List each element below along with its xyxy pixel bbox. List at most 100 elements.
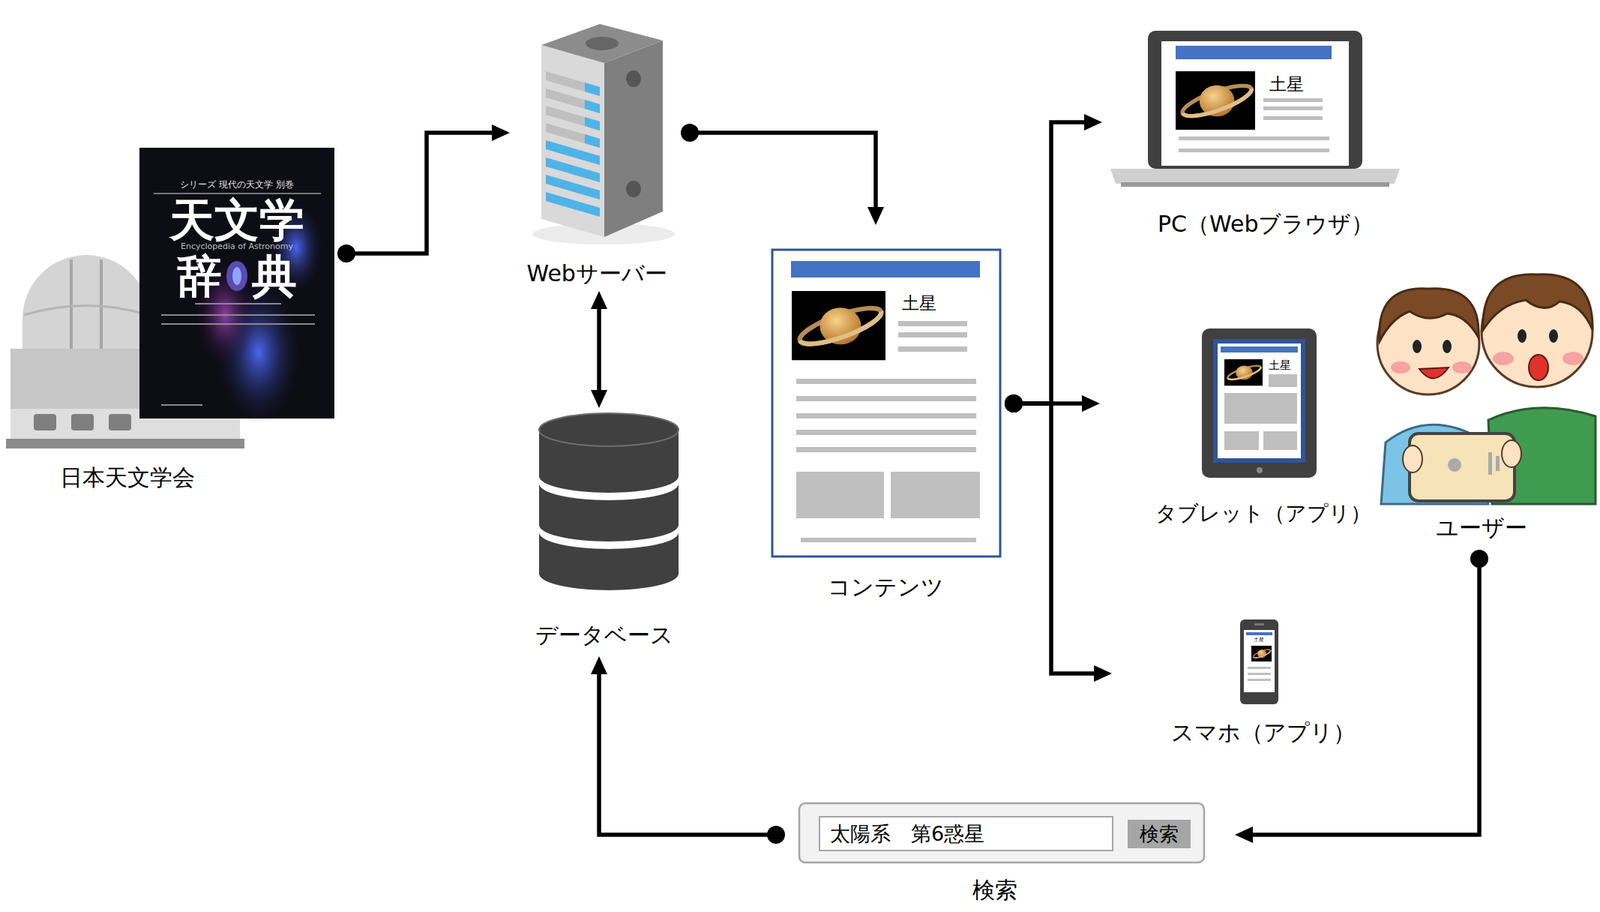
observatory-icon (33, 413, 57, 431)
book-cover (194, 302, 282, 305)
text-label: シリーズ 現代の天文学 別巻 (179, 179, 294, 190)
user-illustration (1402, 445, 1423, 473)
text-label: 土星 (1253, 636, 1265, 643)
user-illustration (1442, 339, 1452, 354)
phone-icon (1247, 672, 1271, 675)
arrow-head (590, 290, 608, 309)
server-icon (584, 134, 600, 148)
database-icon (539, 413, 679, 591)
search-bar (1127, 819, 1191, 848)
book-cover (161, 314, 315, 316)
start-dot (767, 825, 786, 844)
text-label: 土星 (1269, 74, 1304, 96)
server-icon (626, 70, 642, 87)
start-dot (1004, 394, 1023, 413)
connector (1004, 113, 1103, 413)
connector (590, 290, 608, 408)
phone-icon (1240, 619, 1279, 705)
laptop-icon (1263, 116, 1323, 120)
document-icon (898, 346, 968, 352)
user-illustration (1377, 274, 1596, 504)
diagram-node: Webサーバー (509, 8, 690, 291)
user-illustration (1528, 354, 1549, 381)
user-illustration (1501, 440, 1522, 468)
tablet-icon (1217, 343, 1301, 459)
user-illustration (1492, 351, 1514, 366)
laptop-icon (1178, 148, 1330, 153)
book-cover (161, 323, 315, 325)
arrow-head (1093, 665, 1112, 682)
document-icon (796, 395, 977, 402)
document-icon (890, 471, 980, 519)
phone-icon (1251, 645, 1272, 662)
observatory-icon (23, 305, 149, 316)
tablet-icon (1224, 431, 1259, 450)
user-illustration (1549, 329, 1559, 343)
text-label: 土星 (1268, 358, 1292, 372)
arrow-head (491, 124, 510, 141)
diagram-node: コンテンツ (768, 224, 1014, 609)
document-icon (791, 260, 980, 278)
database-icon (539, 483, 679, 542)
server-icon (584, 116, 600, 131)
connector-line (599, 672, 777, 835)
text-label: 天文学 (169, 192, 305, 247)
user-illustration (1483, 274, 1593, 330)
laptop-icon (1263, 106, 1323, 111)
node-label: PC（Webブラウザ） (1157, 210, 1374, 238)
server-icon (532, 23, 675, 245)
phone-icon (1240, 619, 1279, 705)
connector-line (1013, 403, 1096, 674)
diagram-node: PC（Webブラウザ） (1102, 22, 1403, 248)
diagram-node: ユーザー (1373, 254, 1598, 559)
user-illustration (1452, 361, 1472, 374)
document-icon (796, 446, 977, 453)
text-label: 辞典 (146, 248, 327, 303)
server-icon (626, 180, 642, 198)
observatory-icon (71, 413, 94, 431)
observatory-icon (5, 438, 245, 449)
node-label: 日本天文学会 (59, 464, 195, 492)
tablet-icon (1224, 392, 1298, 424)
text-label: Encyclopedia of Astronomy (180, 241, 294, 252)
node-label: 検索 (1139, 822, 1179, 846)
phone-icon (1247, 666, 1271, 669)
user-illustration (1447, 458, 1462, 472)
node-label: タブレット（アプリ） (1155, 500, 1372, 527)
laptop-icon (1147, 30, 1363, 169)
server-icon (585, 36, 619, 51)
book-cover (139, 147, 335, 424)
node-label: 検索 (972, 876, 1018, 904)
start-dot (1004, 394, 1023, 413)
tablet-icon (1201, 328, 1317, 478)
tablet-icon (1263, 431, 1298, 450)
arrow-head (1081, 395, 1100, 412)
user-illustration (1419, 367, 1449, 379)
start-dot (337, 244, 356, 263)
arrow-head (867, 206, 884, 225)
document-icon (898, 320, 968, 327)
document-icon (796, 429, 977, 435)
server-icon (604, 40, 663, 237)
document-icon (791, 290, 886, 360)
user-illustration (1517, 329, 1527, 343)
arrow-head (1084, 113, 1103, 131)
user-illustration (1409, 433, 1515, 501)
phone-icon (1243, 629, 1275, 693)
search-bar (799, 802, 1205, 863)
arrow-head (590, 389, 608, 408)
tablet-icon (1256, 467, 1263, 474)
server-icon (541, 44, 605, 237)
document-icon (796, 378, 977, 384)
user-illustration (1412, 339, 1422, 354)
diagram-node: データベース (530, 407, 684, 657)
user-illustration (1562, 351, 1584, 366)
observatory-icon (22, 254, 150, 353)
database-icon (539, 532, 679, 591)
diagram-node: タブレット（アプリ） (1099, 322, 1375, 534)
user-illustration (1495, 455, 1500, 471)
user-illustration (1390, 361, 1411, 374)
user-illustration (1379, 288, 1479, 342)
start-dot (1004, 394, 1023, 413)
